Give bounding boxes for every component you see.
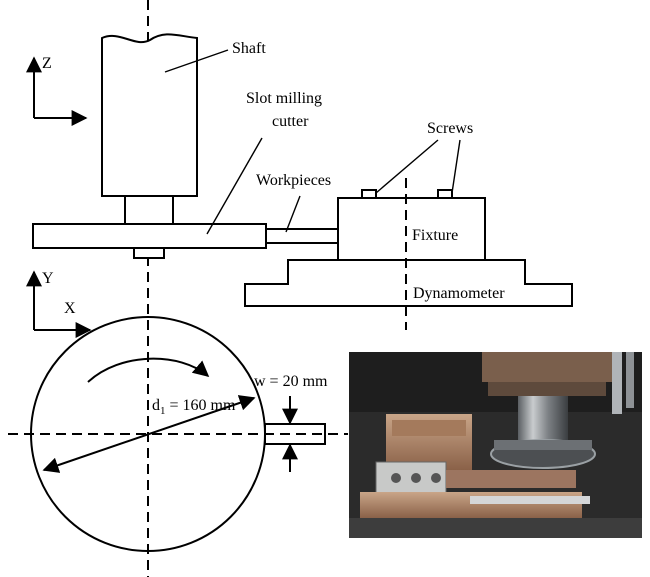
label-axis-z: Z <box>42 55 52 72</box>
diameter-arrow <box>42 395 256 473</box>
dynamometer-base <box>244 259 573 307</box>
label-width: w = 20 mm <box>254 373 328 390</box>
label-shaft: Shaft <box>232 40 266 57</box>
screw-left <box>361 189 377 199</box>
cutter-plate <box>32 223 267 249</box>
photo-milling-setup <box>349 352 642 538</box>
label-workpieces: Workpieces <box>256 172 331 189</box>
label-diameter: d1 = 160 mm <box>152 397 236 417</box>
workpieces-leader <box>285 195 301 233</box>
workpiece-bar <box>265 228 339 244</box>
label-cutter-line1: Slot milling <box>246 90 322 107</box>
screws-leader-left <box>375 139 439 194</box>
shaft-leader <box>164 49 229 73</box>
label-cutter-line2: cutter <box>272 113 309 130</box>
label-fixture: Fixture <box>412 227 458 244</box>
cutter-leader <box>206 137 263 235</box>
shaft-nut <box>133 247 165 259</box>
label-axis-x: X <box>64 300 76 317</box>
screws-leader-right <box>451 139 461 194</box>
label-screws: Screws <box>427 120 473 137</box>
label-dynamometer: Dynamometer <box>413 285 505 302</box>
screw-right <box>437 189 453 199</box>
rotation-arrow <box>87 357 210 383</box>
shaft-neck <box>124 195 174 225</box>
shaft-body <box>101 33 198 197</box>
label-axis-y: Y <box>42 270 54 287</box>
